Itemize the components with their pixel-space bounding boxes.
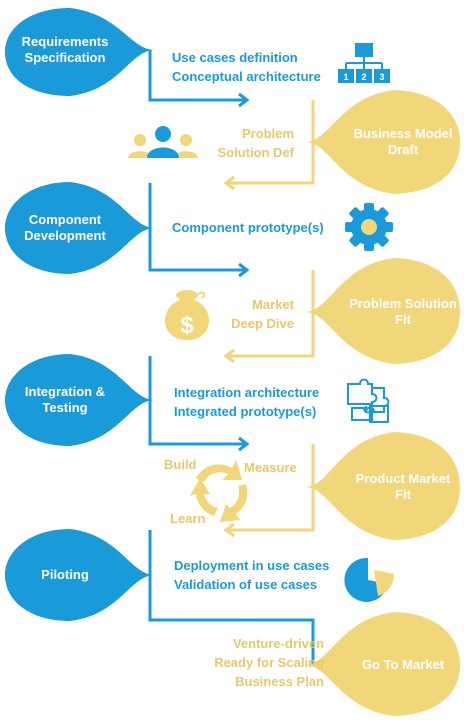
connector-blue-2 bbox=[148, 183, 245, 272]
money-bag-icon: $ bbox=[164, 290, 210, 340]
phase-detail-line: Conceptual architecture bbox=[172, 69, 321, 84]
phase-title-component-development: Component Development bbox=[24, 212, 106, 243]
milestone-detail-2: Market Deep Dive bbox=[231, 295, 294, 333]
phase-shape-3 bbox=[5, 354, 155, 446]
arrow-right-3 bbox=[238, 436, 250, 452]
milestone-title-business-model: Business Model Draft bbox=[353, 126, 453, 157]
milestone-shape-4 bbox=[305, 612, 460, 716]
org-chart-number-1: 1 bbox=[343, 72, 348, 82]
milestone-detail-line: Ready for Scaling bbox=[214, 655, 324, 670]
milestone-detail-line: Problem bbox=[241, 126, 294, 141]
arrow-right-1 bbox=[238, 92, 250, 108]
phase-detail-3: Integration architecture Integrated prot… bbox=[174, 383, 319, 421]
phase-title-piloting: Piloting bbox=[41, 567, 89, 582]
arrow-left-2 bbox=[223, 348, 235, 364]
team-icon bbox=[128, 126, 198, 158]
phase-detail-4: Deployment in use cases Validation of us… bbox=[174, 556, 329, 594]
svg-text:$: $ bbox=[180, 312, 194, 339]
milestone-detail-line: Business Plan bbox=[235, 674, 324, 689]
org-chart-number-2: 2 bbox=[361, 72, 366, 82]
gear-icon bbox=[345, 203, 393, 251]
milestone-detail-line: Deep Dive bbox=[231, 316, 294, 331]
phase-shape-1 bbox=[5, 8, 155, 96]
connector-blue-3 bbox=[148, 356, 245, 446]
puzzle-icon bbox=[347, 378, 390, 423]
phase-title-requirements: Requirements Specification bbox=[21, 34, 109, 65]
phase-detail-line: Validation of use cases bbox=[174, 577, 318, 592]
milestone-title-go-to-market: Go To Market bbox=[361, 657, 445, 672]
cycle-label-measure: Measure bbox=[244, 460, 297, 475]
org-chart-icon bbox=[338, 43, 390, 83]
org-chart-number-3: 3 bbox=[379, 72, 384, 82]
phase-detail-line: Integration architecture bbox=[174, 385, 320, 400]
arrow-left-1 bbox=[223, 175, 235, 191]
milestone-detail-line: Market bbox=[252, 297, 294, 312]
connector-yellow-2 bbox=[228, 270, 315, 358]
phase-detail-line: Component prototype(s) bbox=[172, 220, 324, 235]
arrow-left-3 bbox=[223, 522, 235, 538]
milestone-detail-line: Solution Def bbox=[217, 145, 294, 160]
cycle-label-build: Build bbox=[164, 457, 197, 472]
milestone-title-product-market-fit: Product Market Fit bbox=[355, 471, 451, 502]
phase-detail-2: Component prototype(s) bbox=[172, 218, 324, 237]
milestone-shape-1 bbox=[305, 90, 460, 194]
milestone-shape-3 bbox=[305, 432, 460, 540]
phase-shape-4 bbox=[5, 529, 155, 621]
arrow-right-2 bbox=[238, 262, 250, 278]
milestone-detail-4: Venture-driven Ready for Scaling Busines… bbox=[214, 634, 324, 691]
cycle-icon bbox=[190, 460, 248, 522]
phase-detail-line: Deployment in use cases bbox=[174, 558, 330, 573]
milestone-shape-2 bbox=[305, 258, 460, 364]
pie-chart-icon bbox=[344, 557, 395, 602]
phase-title-integration-testing: Integration & Testing bbox=[24, 384, 106, 415]
connector-blue-1 bbox=[148, 50, 245, 102]
phase-detail-line: Integrated prototype(s) bbox=[174, 404, 317, 419]
phase-detail-1: Use cases definition Conceptual architec… bbox=[172, 48, 321, 86]
milestone-detail-1: Problem Solution Def bbox=[217, 124, 294, 162]
milestone-title-problem-solution-fit: Problem Solution Fit bbox=[349, 296, 457, 327]
connector-yellow-3 bbox=[228, 444, 315, 532]
cycle-label-learn: Learn bbox=[170, 511, 206, 526]
phase-detail-line: Use cases definition bbox=[172, 50, 298, 65]
milestone-detail-line: Venture-driven bbox=[232, 636, 324, 651]
phase-shape-2 bbox=[5, 182, 155, 274]
connector-yellow-1 bbox=[228, 100, 315, 185]
